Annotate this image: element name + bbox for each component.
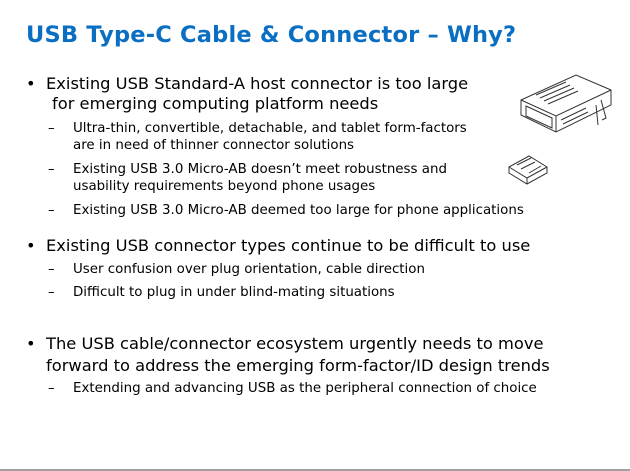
dash-glyph: – [48, 162, 55, 177]
bullet-text: Existing USB Standard-A host connector i… [46, 74, 469, 93]
sub-bullet-text: Existing USB 3.0 Micro-AB doesn’t meet r… [73, 162, 447, 177]
slide-title: USB Type-C Cable & Connector – Why? [26, 22, 517, 48]
dash-glyph: – [48, 203, 55, 218]
sub-bullet-text: Ultra-thin, convertible, detachable, and… [73, 121, 467, 136]
sub-bullet-text: User confusion over plug orientation, ca… [73, 262, 425, 277]
sub-bullet-text: Difficult to plug in under blind-mating … [73, 285, 395, 300]
usb-standard-a-connector-image [520, 74, 612, 133]
sub-bullet-text: Existing USB 3.0 Micro-AB deemed too lar… [73, 203, 524, 218]
sub-bullet-text: Extending and advancing USB as the perip… [73, 381, 537, 396]
dash-glyph: – [48, 121, 55, 136]
bullet-glyph: • [26, 236, 36, 255]
bullet-text: Existing USB connector types continue to… [46, 236, 531, 255]
bullet-glyph: • [26, 74, 36, 93]
sub-bullet-text: are in need of thinner connector solutio… [73, 138, 355, 153]
usb-micro-ab-connector-image [508, 155, 548, 185]
bullet-text: for emerging computing platform needs [52, 94, 379, 113]
bullet-glyph: • [26, 334, 36, 353]
dash-glyph: – [48, 285, 55, 300]
dash-glyph: – [48, 262, 55, 277]
sub-bullet-text: usability requirements beyond phone usag… [73, 179, 376, 194]
bullet-text: The USB cable/connector ecosystem urgent… [46, 334, 544, 353]
bullet-text: forward to address the emerging form-fac… [46, 356, 550, 375]
slide-bottom-border [0, 469, 630, 471]
dash-glyph: – [48, 381, 55, 396]
